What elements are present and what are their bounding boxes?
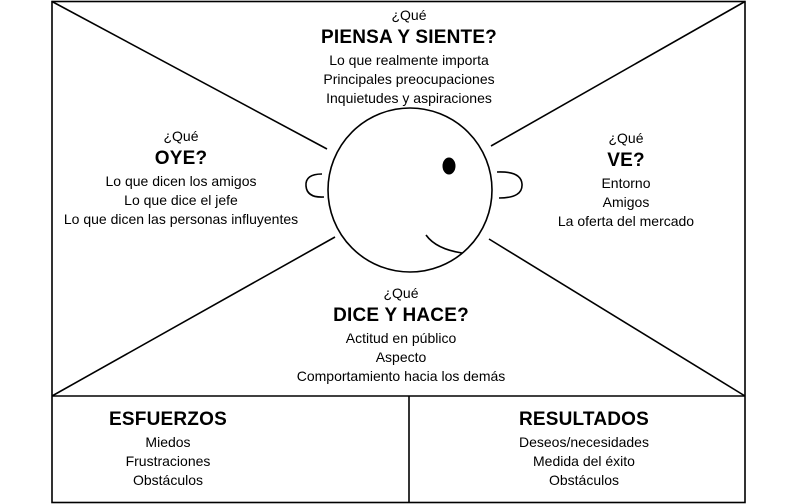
hear-section: ¿Qué OYE? Lo que dicen los amigos Lo que… [46, 127, 316, 229]
gains-line: Obstáculos [548, 472, 620, 488]
think-feel-question: ¿Qué [391, 7, 427, 23]
think-feel-section: ¿Qué PIENSA Y SIENTE? Lo que realmente i… [284, 6, 534, 108]
outer-border [51, 0, 746, 504]
hear-question: ¿Qué [163, 128, 199, 144]
mouth-icon [425, 234, 463, 254]
diagonal-bottom-left [51, 236, 336, 397]
say-do-line: Actitud en público [345, 330, 457, 346]
gains-title: RESULTADOS [518, 409, 650, 430]
pains-line: Miedos [145, 434, 191, 450]
hear-line: Lo que dicen los amigos [105, 173, 257, 189]
see-line: Entorno [601, 175, 651, 191]
think-feel-line: Principales preocupaciones [323, 71, 495, 87]
see-line: Amigos [602, 194, 650, 210]
diagonal-top-left [51, 0, 328, 150]
hear-line: Lo que dice el jefe [124, 192, 238, 208]
right-ear-icon [496, 171, 523, 199]
think-feel-line: Lo que realmente importa [329, 52, 489, 68]
see-line: La oferta del mercado [557, 213, 695, 229]
eye-icon [442, 157, 456, 175]
gains-section: RESULTADOS Deseos/necesidades Medida del… [494, 407, 674, 490]
pains-title: ESFUERZOS [109, 409, 227, 430]
pains-line: Frustraciones [125, 453, 211, 469]
see-section: ¿Qué VE? Entorno Amigos La oferta del me… [536, 129, 716, 231]
head-icon [305, 107, 523, 273]
see-question: ¿Qué [608, 130, 644, 146]
hear-title: OYE? [154, 148, 208, 169]
pains-line: Obstáculos [132, 472, 204, 488]
hear-line: Lo que dicen las personas influyentes [63, 211, 299, 227]
head-circle [327, 107, 493, 273]
see-title: VE? [607, 150, 645, 171]
say-do-question: ¿Qué [383, 285, 419, 301]
say-do-line: Aspecto [375, 349, 427, 365]
say-do-title: DICE Y HACE? [333, 305, 469, 326]
say-do-line: Comportamiento hacia los demás [296, 368, 506, 384]
left-ear-icon [305, 173, 325, 198]
face [425, 157, 463, 254]
pains-section: ESFUERZOS Miedos Frustraciones Obstáculo… [88, 407, 248, 490]
think-feel-title: PIENSA Y SIENTE? [320, 27, 497, 48]
diagonal-bottom-right [488, 238, 746, 397]
gains-line: Deseos/necesidades [519, 434, 649, 450]
diagonal-top-right [490, 0, 746, 147]
think-feel-line: Inquietudes y aspiraciones [326, 90, 492, 106]
gains-line: Medida del éxito [533, 453, 635, 469]
say-do-section: ¿Qué DICE Y HACE? Actitud en público Asp… [266, 284, 536, 386]
